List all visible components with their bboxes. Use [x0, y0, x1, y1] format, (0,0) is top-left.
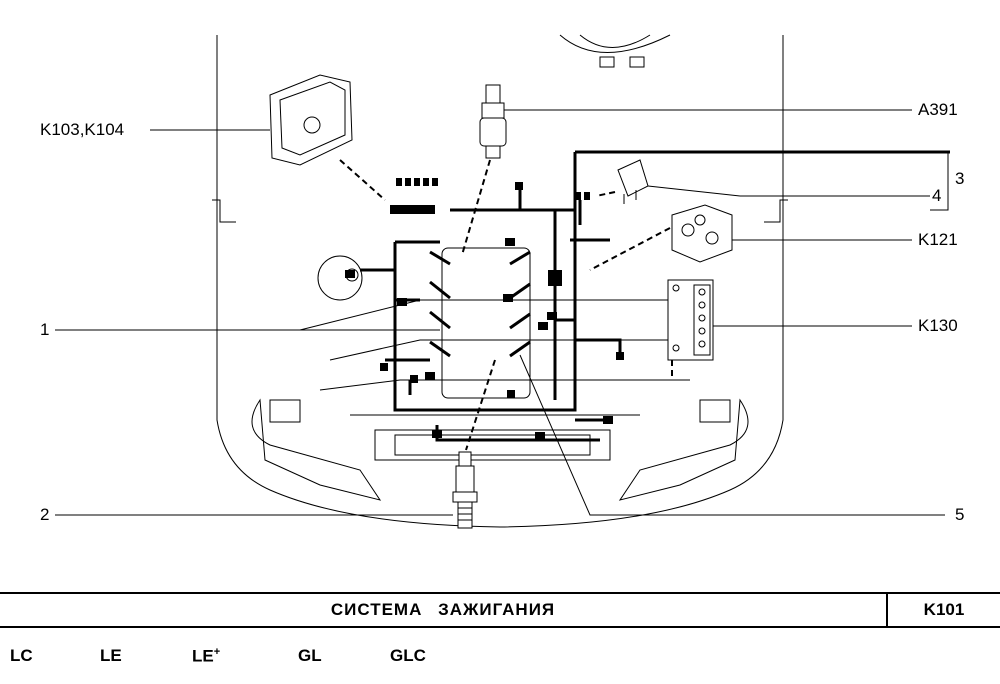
car-body-outline — [216, 35, 784, 528]
label-coil: K121 — [918, 230, 958, 249]
dashed-arrows — [339, 159, 673, 451]
title-divider — [886, 594, 888, 626]
label-harness: 1 — [40, 320, 50, 339]
title-bar: СИСТЕМА ЗАЖИГАНИЯ K101 — [0, 592, 1000, 628]
variant-gl: GL — [298, 646, 322, 665]
spark-plug — [452, 451, 478, 529]
ignition-system-diagram — [55, 34, 950, 529]
variant-le-plus-label: LE — [192, 646, 214, 666]
ecu-module — [269, 74, 353, 166]
wiring-harness — [360, 150, 950, 442]
variant-lc: LC — [10, 646, 33, 665]
injector — [479, 84, 507, 159]
page-code: K101 — [923, 600, 965, 619]
variant-plus-sign: + — [213, 646, 221, 658]
label-spark-plug: 2 — [40, 505, 50, 524]
label-relay-group: 3 — [955, 169, 965, 188]
ignition-coil — [671, 204, 733, 263]
page-title: СИСТЕМА ЗАЖИГАНИЯ — [330, 600, 556, 619]
connectors — [345, 178, 624, 440]
variant-le: LE — [100, 646, 122, 665]
fuse — [617, 159, 649, 204]
variant-glc: GLC — [390, 646, 426, 665]
label-ground: 5 — [955, 505, 965, 524]
leader-lines — [55, 109, 949, 516]
battery — [667, 279, 714, 361]
label-injector: A391 — [918, 100, 958, 119]
variant-le-plus: LE+ — [192, 646, 220, 667]
label-battery: K130 — [918, 316, 958, 335]
label-ecu: K103,K104 — [40, 120, 125, 139]
label-fuse: 4 — [932, 186, 942, 205]
